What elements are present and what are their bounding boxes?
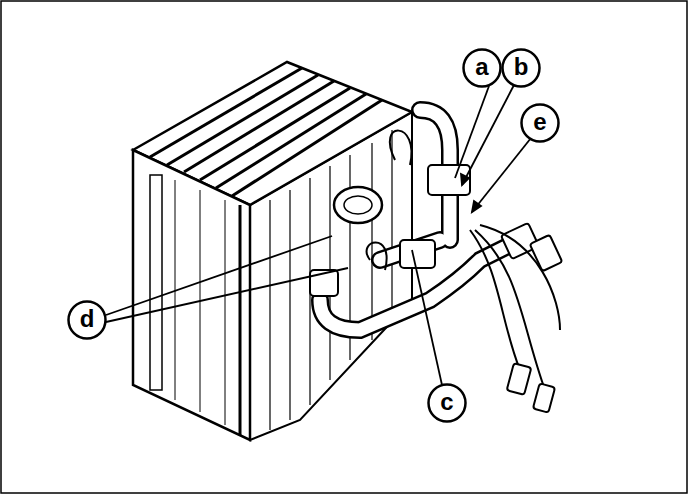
callout-circle: b — [501, 48, 541, 88]
callout-letter: d — [80, 307, 95, 331]
callout-circle: a — [462, 48, 502, 88]
callout-letter: e — [533, 110, 546, 134]
callout-circle: e — [520, 103, 560, 143]
callout-letter: c — [440, 390, 453, 414]
callout-circle: c — [427, 383, 467, 423]
callout-circle: d — [67, 300, 107, 340]
callout-letter: b — [514, 55, 529, 79]
callout-letter: a — [475, 55, 488, 79]
